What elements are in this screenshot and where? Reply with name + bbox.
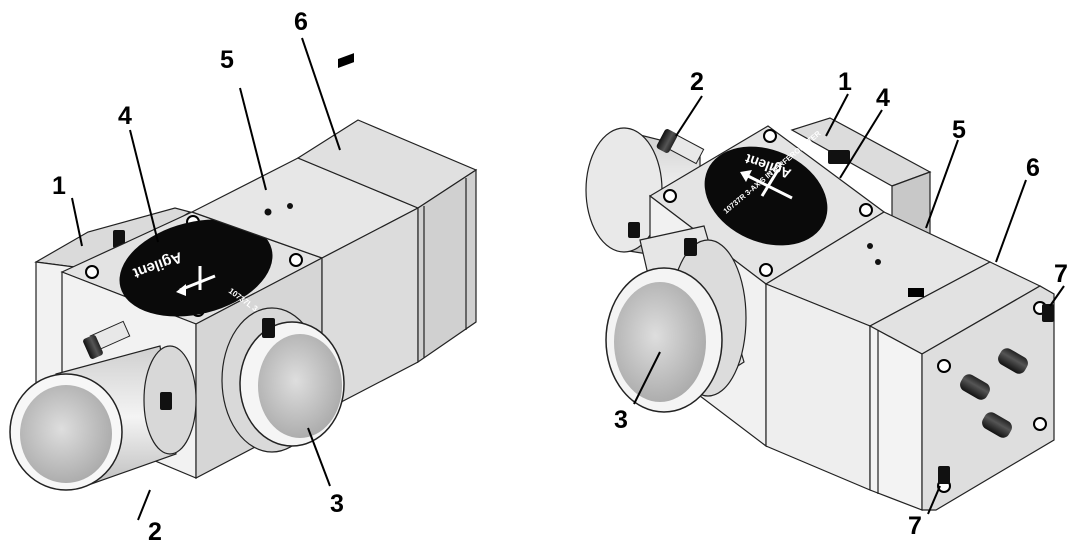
fiber-connector-icon xyxy=(960,348,1028,438)
screw-icon xyxy=(859,203,873,217)
callout-2: 2 xyxy=(690,68,704,96)
output-lens xyxy=(614,282,706,402)
set-screw-icon xyxy=(628,222,640,238)
callout-4: 4 xyxy=(118,102,132,130)
adjust-screw-icon xyxy=(656,129,705,165)
screw-icon xyxy=(289,253,303,267)
callout-7-top: 7 xyxy=(1054,260,1068,288)
port-hole xyxy=(875,259,881,265)
left-view: Agilent 10737L 3-AXIS INTERFEROMETER xyxy=(9,8,478,546)
port-hole xyxy=(264,208,272,216)
callout-4: 4 xyxy=(876,84,890,112)
fiber-optic-block xyxy=(296,53,478,364)
connector-slot xyxy=(338,53,354,68)
set-screw-icon xyxy=(160,392,172,410)
adjust-screw-icon xyxy=(83,320,131,359)
right-callouts: 2 1 4 5 6 7 7 3 xyxy=(614,68,1068,540)
laser-arrow-icon xyxy=(740,169,793,200)
port-hole xyxy=(867,243,873,249)
screw-icon xyxy=(85,265,99,279)
callout-7-bottom: 7 xyxy=(908,512,922,540)
screw-icon xyxy=(759,263,773,277)
screw-icon xyxy=(937,359,951,373)
bracket-screw-icon xyxy=(828,150,850,164)
mounting-screw-icon xyxy=(1042,304,1054,322)
mounting-screw-icon xyxy=(938,466,950,484)
callout-6: 6 xyxy=(294,8,308,36)
output-aperture-tube xyxy=(605,225,747,413)
callout-6: 6 xyxy=(1026,154,1040,182)
callout-2: 2 xyxy=(148,518,162,546)
output-lens xyxy=(258,334,342,438)
callout-3: 3 xyxy=(330,490,344,518)
output-aperture-tube xyxy=(221,307,345,453)
connector-slot xyxy=(908,288,924,297)
callout-5: 5 xyxy=(952,116,966,144)
screw-icon xyxy=(663,189,677,203)
bracket-screw-icon xyxy=(113,230,125,248)
input-aperture-tube xyxy=(9,320,197,491)
callout-3: 3 xyxy=(614,406,628,434)
fiber-connector-panel xyxy=(921,285,1055,511)
left-callouts: 1 2 3 4 5 6 xyxy=(52,8,344,546)
callout-5: 5 xyxy=(220,46,234,74)
screw-icon xyxy=(763,129,777,143)
callout-1: 1 xyxy=(52,172,66,200)
screw-icon xyxy=(1033,417,1047,431)
callout-1: 1 xyxy=(838,68,852,96)
fiber-optic-block xyxy=(868,261,1042,511)
input-lens xyxy=(20,385,112,483)
port-hole xyxy=(287,203,293,209)
right-view: Agilent 10737R 3-AXIS INTERFEROMETER xyxy=(585,68,1068,540)
set-screw-icon xyxy=(262,318,275,338)
laser-arrow-icon xyxy=(176,266,216,296)
set-screw-icon xyxy=(684,238,697,256)
